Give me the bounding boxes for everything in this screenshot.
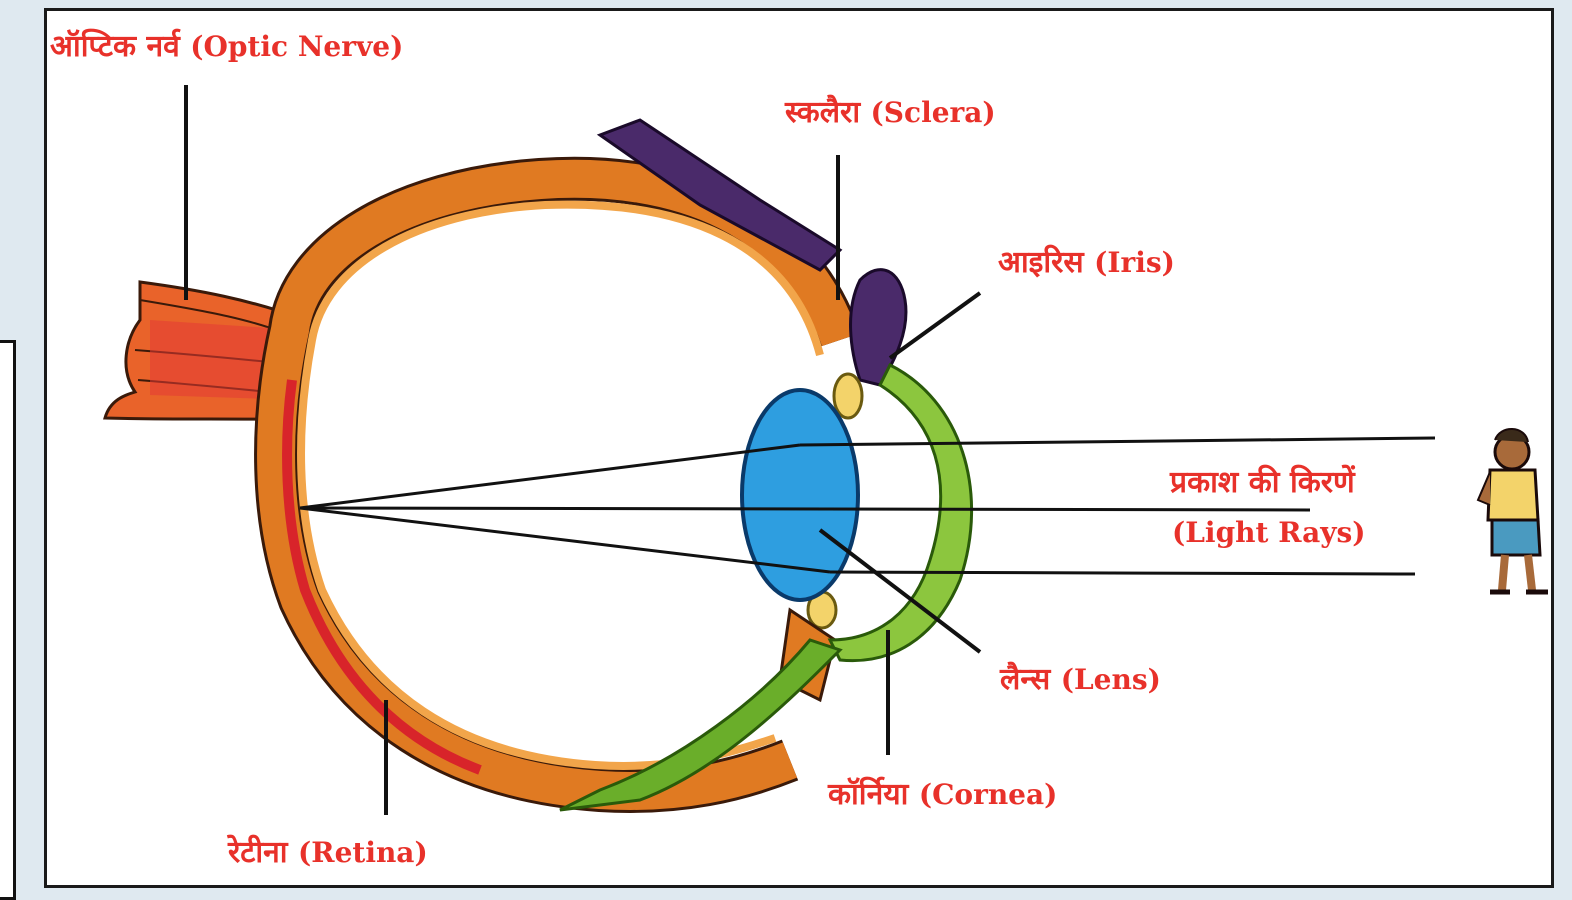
label-light-rays-english-line: (Light Rays) — [1172, 518, 1366, 548]
label-retina: रेटीना (Retina) — [228, 838, 428, 868]
label-cornea: कॉर्निया (Cornea) — [828, 780, 1057, 810]
label-iris: आइरिस (Iris) — [998, 248, 1175, 278]
label-optic-nerve-hindi: ऑप्टिक नर्व — [50, 29, 180, 64]
label-cornea-hindi: कॉर्निया — [828, 777, 908, 812]
label-optic-nerve-english: (Optic Nerve) — [190, 30, 403, 63]
label-optic-nerve: ऑप्टिक नर्व (Optic Nerve) — [50, 32, 403, 62]
observer-figure — [1478, 429, 1548, 592]
label-light-rays-hindi-line: प्रकाश की किरणें — [1170, 468, 1355, 498]
label-sclera-english: (Sclera) — [871, 96, 996, 129]
label-lens: लैन्स (Lens) — [1000, 665, 1161, 695]
label-sclera-hindi: स्कलैरा — [785, 95, 860, 130]
label-cornea-english: (Cornea) — [919, 778, 1058, 811]
label-sclera: स्कलैरा (Sclera) — [785, 98, 996, 128]
label-retina-hindi: रेटीना — [228, 835, 288, 870]
label-lens-english: (Lens) — [1061, 663, 1161, 696]
light-rays — [300, 438, 1435, 574]
label-retina-english: (Retina) — [298, 836, 428, 869]
label-light-rays-hindi: प्रकाश की किरणें — [1170, 465, 1355, 500]
label-light-rays-english: (Light Rays) — [1172, 516, 1366, 549]
label-lens-hindi: लैन्स — [1000, 662, 1050, 697]
ciliary-body-top — [834, 374, 862, 418]
label-iris-english: (Iris) — [1094, 246, 1175, 279]
label-iris-hindi: आइरिस — [998, 245, 1084, 280]
